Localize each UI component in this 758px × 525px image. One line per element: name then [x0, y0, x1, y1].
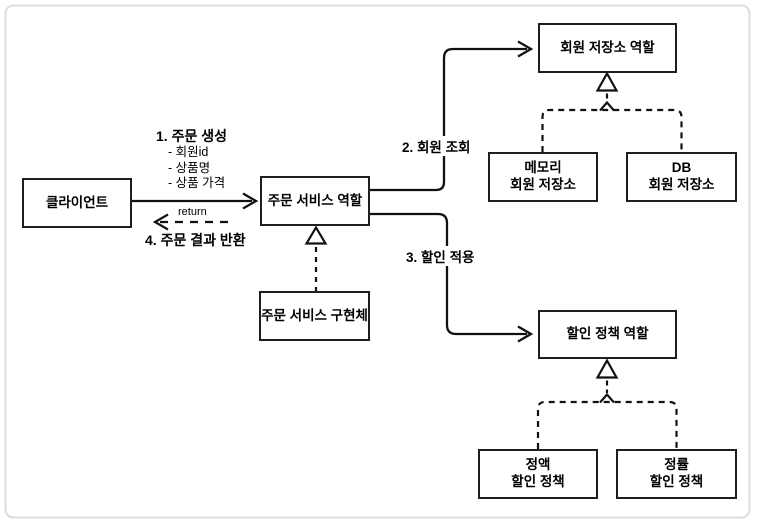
node-rate-discount-policy: 정률 할인 정책 [616, 449, 737, 499]
node-member-repo-role: 회원 저장소 역할 [538, 23, 677, 73]
node-label: 주문 서비스 역할 [267, 192, 363, 208]
arrowhead-right-icon [517, 40, 534, 58]
node-label-line: 정률 [664, 457, 689, 473]
node-label: 할인 정책 역할 [566, 326, 649, 342]
edge-label-order-create: 1. 주문 생성 [156, 128, 227, 144]
edge-discount-apply-line [369, 212, 527, 336]
edge-label-order-create-details: - 회원id - 상품명 - 상품 가격 [168, 145, 225, 192]
edge-label-order-result: 4. 주문 결과 반환 [145, 232, 246, 248]
edge-discount-branch-line [536, 400, 678, 449]
edge-label-member-lookup: 2. 회원 조회 [399, 136, 474, 156]
node-label-line: 정액 [525, 457, 551, 473]
node-label-line: 할인 정책 [511, 474, 565, 489]
node-label-line: DB [671, 160, 692, 176]
detail-line: - 회원id [168, 145, 209, 159]
edge-member-lookup-line [369, 47, 527, 192]
node-label-line: 할인 정책 [649, 474, 704, 489]
edge-member-branch-line [541, 108, 683, 152]
dashed-branch-caret-icon [599, 100, 615, 112]
generalization-triangle-icon [595, 71, 619, 92]
node-fixed-discount-policy: 정액 할인 정책 [478, 449, 598, 499]
edge-label-discount-apply: 3. 할인 적용 [403, 246, 478, 266]
node-order-service-impl: 주문 서비스 구현체 [259, 291, 370, 341]
edge-label-return: return [176, 206, 209, 218]
node-label-line: 회원 저장소 [648, 177, 715, 192]
node-label-line: 메모리 [524, 160, 562, 176]
node-client: 클라이언트 [22, 178, 132, 228]
generalization-triangle-icon [595, 358, 619, 379]
canvas-frame [4, 4, 751, 519]
arrowhead-right-icon [242, 192, 259, 210]
detail-line: - 상품명 [168, 160, 211, 175]
arrowhead-left-icon [152, 213, 169, 231]
generalization-triangle-icon [304, 225, 328, 245]
node-db-member-repo: DB 회원 저장소 [626, 152, 737, 202]
node-label: 주문 서비스 구현체 [261, 307, 368, 323]
node-discount-policy-role: 할인 정책 역할 [538, 310, 677, 359]
node-label-line: 회원 저장소 [510, 177, 576, 192]
node-label: 회원 저장소 역할 [560, 39, 655, 55]
node-label: 클라이언트 [45, 194, 109, 210]
dashed-branch-caret-icon [599, 392, 615, 404]
node-order-service-role: 주문 서비스 역할 [260, 176, 370, 226]
node-memory-member-repo: 메모리 회원 저장소 [488, 152, 598, 202]
arrowhead-right-icon [517, 325, 534, 343]
detail-line: - 상품 가격 [168, 176, 226, 190]
